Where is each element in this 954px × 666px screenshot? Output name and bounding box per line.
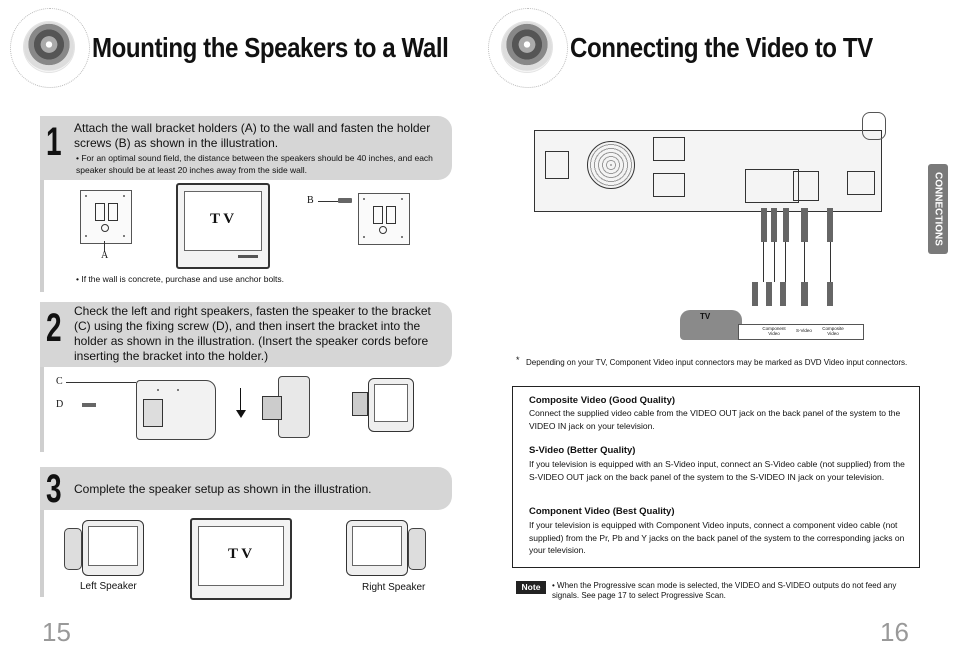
- tv-component-plug: [780, 282, 786, 306]
- tv-illustration: T V: [190, 518, 292, 600]
- tv-component-plug: [752, 282, 758, 306]
- step-number: 3: [46, 467, 62, 511]
- wall-bracket-holder-illustration: [358, 193, 410, 245]
- cable-line: [774, 242, 775, 282]
- quality-body-s-video: If you television is equipped with an S-…: [529, 459, 905, 482]
- quality-body-composite: Connect the supplied video cable from th…: [529, 408, 901, 431]
- quality-heading-component: Component Video (Best Quality): [529, 506, 675, 517]
- side-tab-connections: CONNECTIONS: [928, 164, 948, 254]
- label-b: B: [307, 195, 314, 206]
- component-plug-pb: [771, 208, 777, 242]
- fixing-screw-icon: [82, 403, 96, 407]
- step-2-text: Check the left and right speakers, faste…: [74, 304, 431, 363]
- s-video-plug: [801, 208, 808, 242]
- power-cord-icon: [862, 112, 886, 140]
- label-a-leader: [104, 241, 105, 251]
- wall-bracket-holder-illustration: [80, 190, 132, 244]
- tv-input-panel: [738, 324, 864, 340]
- right-speaker-caption: Right Speaker: [362, 582, 426, 593]
- step-2-band: [40, 302, 452, 367]
- speaker-logo-icon: [502, 22, 552, 72]
- label-a: A: [101, 250, 109, 261]
- step-1-text: Attach the wall bracket holders (A) to t…: [74, 121, 431, 150]
- cable-line: [763, 242, 764, 282]
- dvd-receiver-back-panel: [534, 130, 882, 212]
- component-plug-pr: [761, 208, 767, 242]
- tv-input-composite: Composite Video: [822, 326, 844, 336]
- composite-plug: [827, 208, 833, 242]
- component-plug-y: [783, 208, 789, 242]
- label-c: C: [56, 376, 63, 387]
- page-title: Connecting the Video to TV: [570, 32, 873, 63]
- tv-label: TV: [700, 312, 711, 321]
- asterisk-note: Depending on your TV, Component Video in…: [526, 358, 908, 367]
- tv-icon: [680, 310, 742, 340]
- cable-line: [830, 242, 831, 282]
- step-1-footnote: • If the wall is concrete, purchase and …: [76, 274, 285, 284]
- asterisk: *: [516, 355, 520, 365]
- speaker-logo-ring: [10, 8, 90, 88]
- tv-input-component: Component Video: [762, 326, 786, 336]
- speaker-side-illustration: [262, 376, 310, 438]
- video-quality-box: Composite Video (Good Quality) Connect t…: [512, 386, 920, 568]
- side-tab-label: CONNECTIONS: [932, 172, 944, 246]
- note-text: • When the Progressive scan mode is sele…: [552, 581, 897, 600]
- step-3-bar: [40, 467, 44, 597]
- page-number: 16: [880, 617, 909, 647]
- left-speaker-caption: Left Speaker: [80, 581, 137, 592]
- label-b-leader: [318, 201, 338, 202]
- arrow-down-icon: [240, 388, 241, 414]
- tv-label: T V: [228, 546, 253, 562]
- quality-heading-composite: Composite Video (Good Quality): [529, 395, 676, 406]
- speaker-logo-ring: [488, 8, 568, 88]
- step-number: 2: [46, 306, 62, 350]
- step-1-bullet: • For an optimal sound field, the distan…: [76, 153, 433, 175]
- cable-line: [785, 242, 786, 282]
- tv-component-plug: [766, 282, 772, 306]
- page-title: Mounting the Speakers to a Wall: [92, 32, 449, 63]
- tv-composite-plug: [827, 282, 833, 306]
- tv-input-s-video: S-Video: [796, 328, 812, 333]
- right-speaker-illustration: [346, 520, 430, 580]
- step-number: 1: [46, 120, 62, 164]
- note-badge: Note: [516, 581, 546, 594]
- page-number: 15: [42, 617, 71, 647]
- label-d: D: [56, 399, 64, 410]
- step-2-bar: [40, 302, 44, 452]
- tv-illustration: T V: [176, 183, 270, 269]
- quality-body-component: If your television is equipped with Comp…: [529, 520, 905, 555]
- tv-label: T V: [210, 211, 235, 227]
- quality-heading-s-video: S-Video (Better Quality): [529, 445, 636, 456]
- step-3-band: [40, 467, 452, 510]
- step-1-bar: [40, 116, 44, 292]
- tv-s-video-plug: [801, 282, 808, 306]
- speaker-logo-icon: [24, 22, 74, 72]
- left-speaker-illustration: [64, 520, 144, 580]
- step-3-text: Complete the speaker setup as shown in t…: [74, 482, 372, 496]
- mounted-speaker-illustration: [352, 376, 416, 438]
- screw-icon: [338, 198, 352, 203]
- step-1-band: [40, 116, 452, 180]
- speaker-back-illustration: [136, 380, 216, 440]
- cable-line: [804, 242, 805, 282]
- label-c-leader: [66, 382, 136, 383]
- arrow-head-icon: [236, 410, 246, 418]
